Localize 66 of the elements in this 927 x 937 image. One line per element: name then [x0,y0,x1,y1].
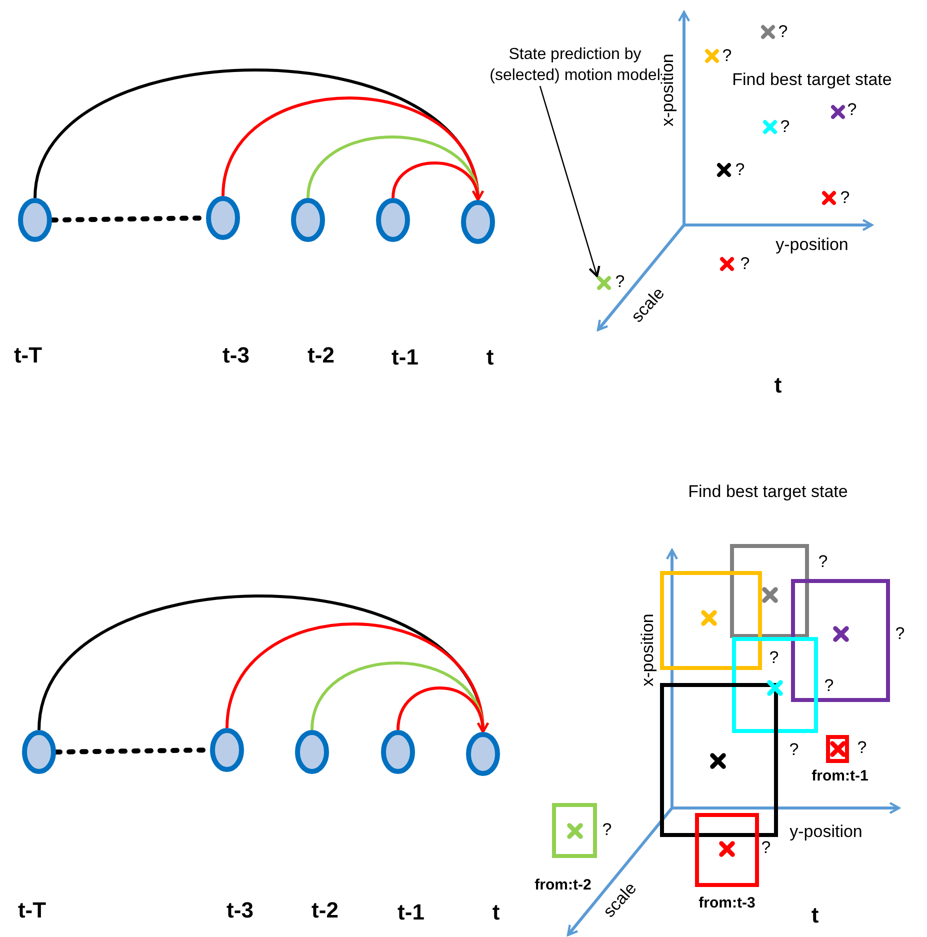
time-label: t-1 [398,899,424,925]
bounding-box [791,579,890,702]
time-label: t-1 [392,344,418,370]
question-mark: ? [857,738,867,758]
question-mark: ? [840,188,850,208]
circle-node [295,730,329,774]
time-label: t [774,372,782,398]
source-label: from:t-2 [534,876,592,894]
question-mark: ? [824,676,834,696]
cross-icon [762,119,778,135]
circle-node [376,198,410,242]
bounding-box [826,735,849,763]
axis-label: x-position [658,54,678,126]
time-label: t [492,899,500,925]
caption-text: y-position [790,822,862,842]
cross-icon [821,190,837,206]
time-label: t-T [18,897,46,923]
bounding-box [552,803,597,858]
circle-node [22,730,56,774]
cross-icon [704,48,720,64]
cross-icon [596,275,612,291]
question-mark: ? [847,100,857,120]
question-mark: ? [778,22,788,42]
question-mark: ? [895,624,905,644]
circle-node [210,728,244,772]
time-label: t-3 [226,897,254,923]
question-mark: ? [602,820,612,840]
question-mark: ? [818,552,828,572]
cross-icon [719,256,735,272]
question-mark: ? [769,648,779,668]
circle-node [18,198,52,242]
time-label: t-T [14,342,42,368]
leader-line [539,86,600,278]
question-mark: ? [740,254,750,274]
time-label: t [486,344,494,370]
arrow [392,162,483,202]
circle-node [466,732,500,776]
question-mark: ? [735,160,745,180]
caption-text: y-position [776,235,848,255]
arrow [396,686,488,734]
caption-text: Find best target state [688,482,848,502]
bounding-box [730,544,809,638]
cross-icon [830,104,846,120]
circle-node [381,730,415,774]
cross-icon [716,162,732,178]
circle-node [206,196,240,240]
bounding-box [660,683,778,837]
bounding-box [695,813,759,887]
time-label: t-2 [308,342,334,368]
source-label: from:t-1 [812,767,868,785]
circle-node [461,200,495,244]
question-mark: ? [780,117,790,137]
question-mark: ? [761,838,771,858]
source-label: from:t-3 [698,894,756,912]
bounding-box [660,571,762,670]
question-mark: ? [615,272,625,292]
circle-node [291,198,325,242]
bounding-box [732,637,818,733]
time-label: t-3 [222,342,250,368]
question-mark: ? [722,46,732,66]
caption-text: Find best target state [732,70,892,90]
time-label: t [811,902,819,928]
cross-icon [760,24,776,40]
time-label: t-2 [312,897,338,923]
axis-label: x-position [638,614,658,686]
question-mark: ? [789,740,799,760]
